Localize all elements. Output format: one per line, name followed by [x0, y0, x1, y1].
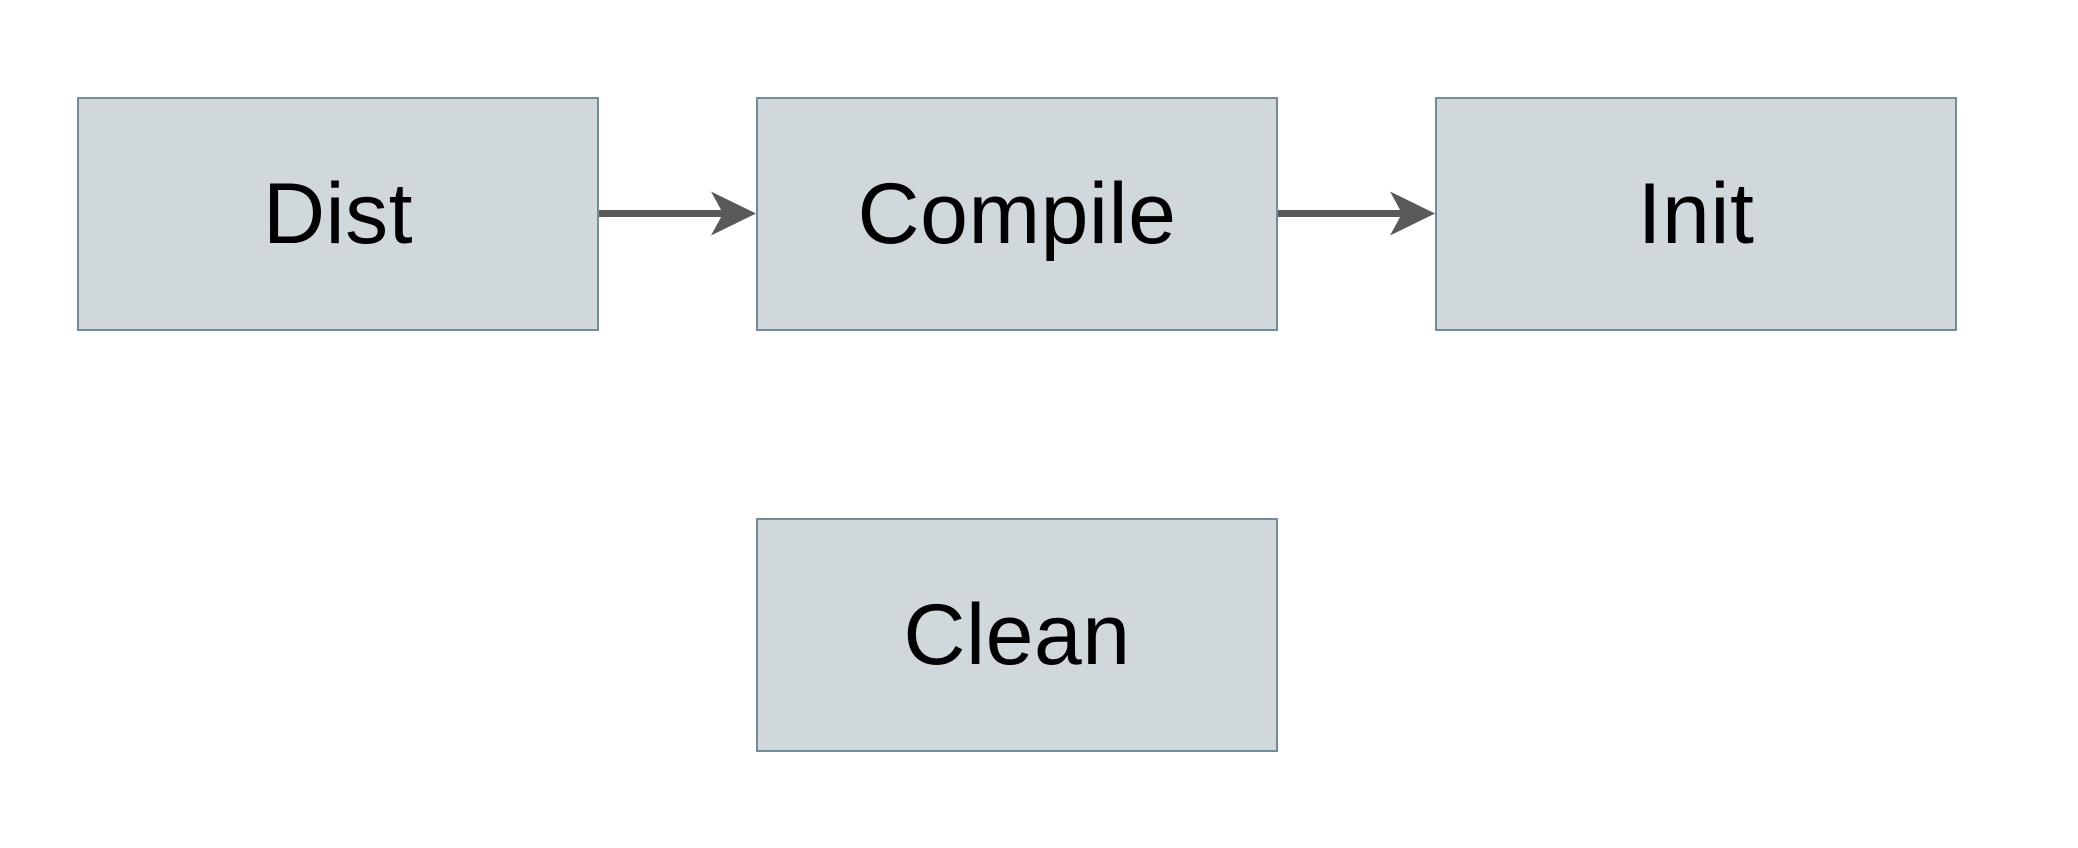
node-clean-label: Clean — [903, 587, 1131, 683]
node-compile-label: Compile — [857, 166, 1177, 262]
node-init-label: Init — [1637, 166, 1755, 262]
node-init[interactable]: Init — [1435, 97, 1957, 331]
node-dist-label: Dist — [262, 166, 414, 262]
arrow-dist-to-compile-head — [711, 191, 756, 236]
arrow-compile-to-init-head — [1390, 191, 1435, 236]
node-dist[interactable]: Dist — [77, 97, 599, 331]
node-compile[interactable]: Compile — [756, 97, 1278, 331]
node-clean[interactable]: Clean — [756, 518, 1278, 752]
arrow-compile-to-init — [1278, 191, 1435, 236]
arrow-dist-to-compile — [599, 191, 756, 236]
